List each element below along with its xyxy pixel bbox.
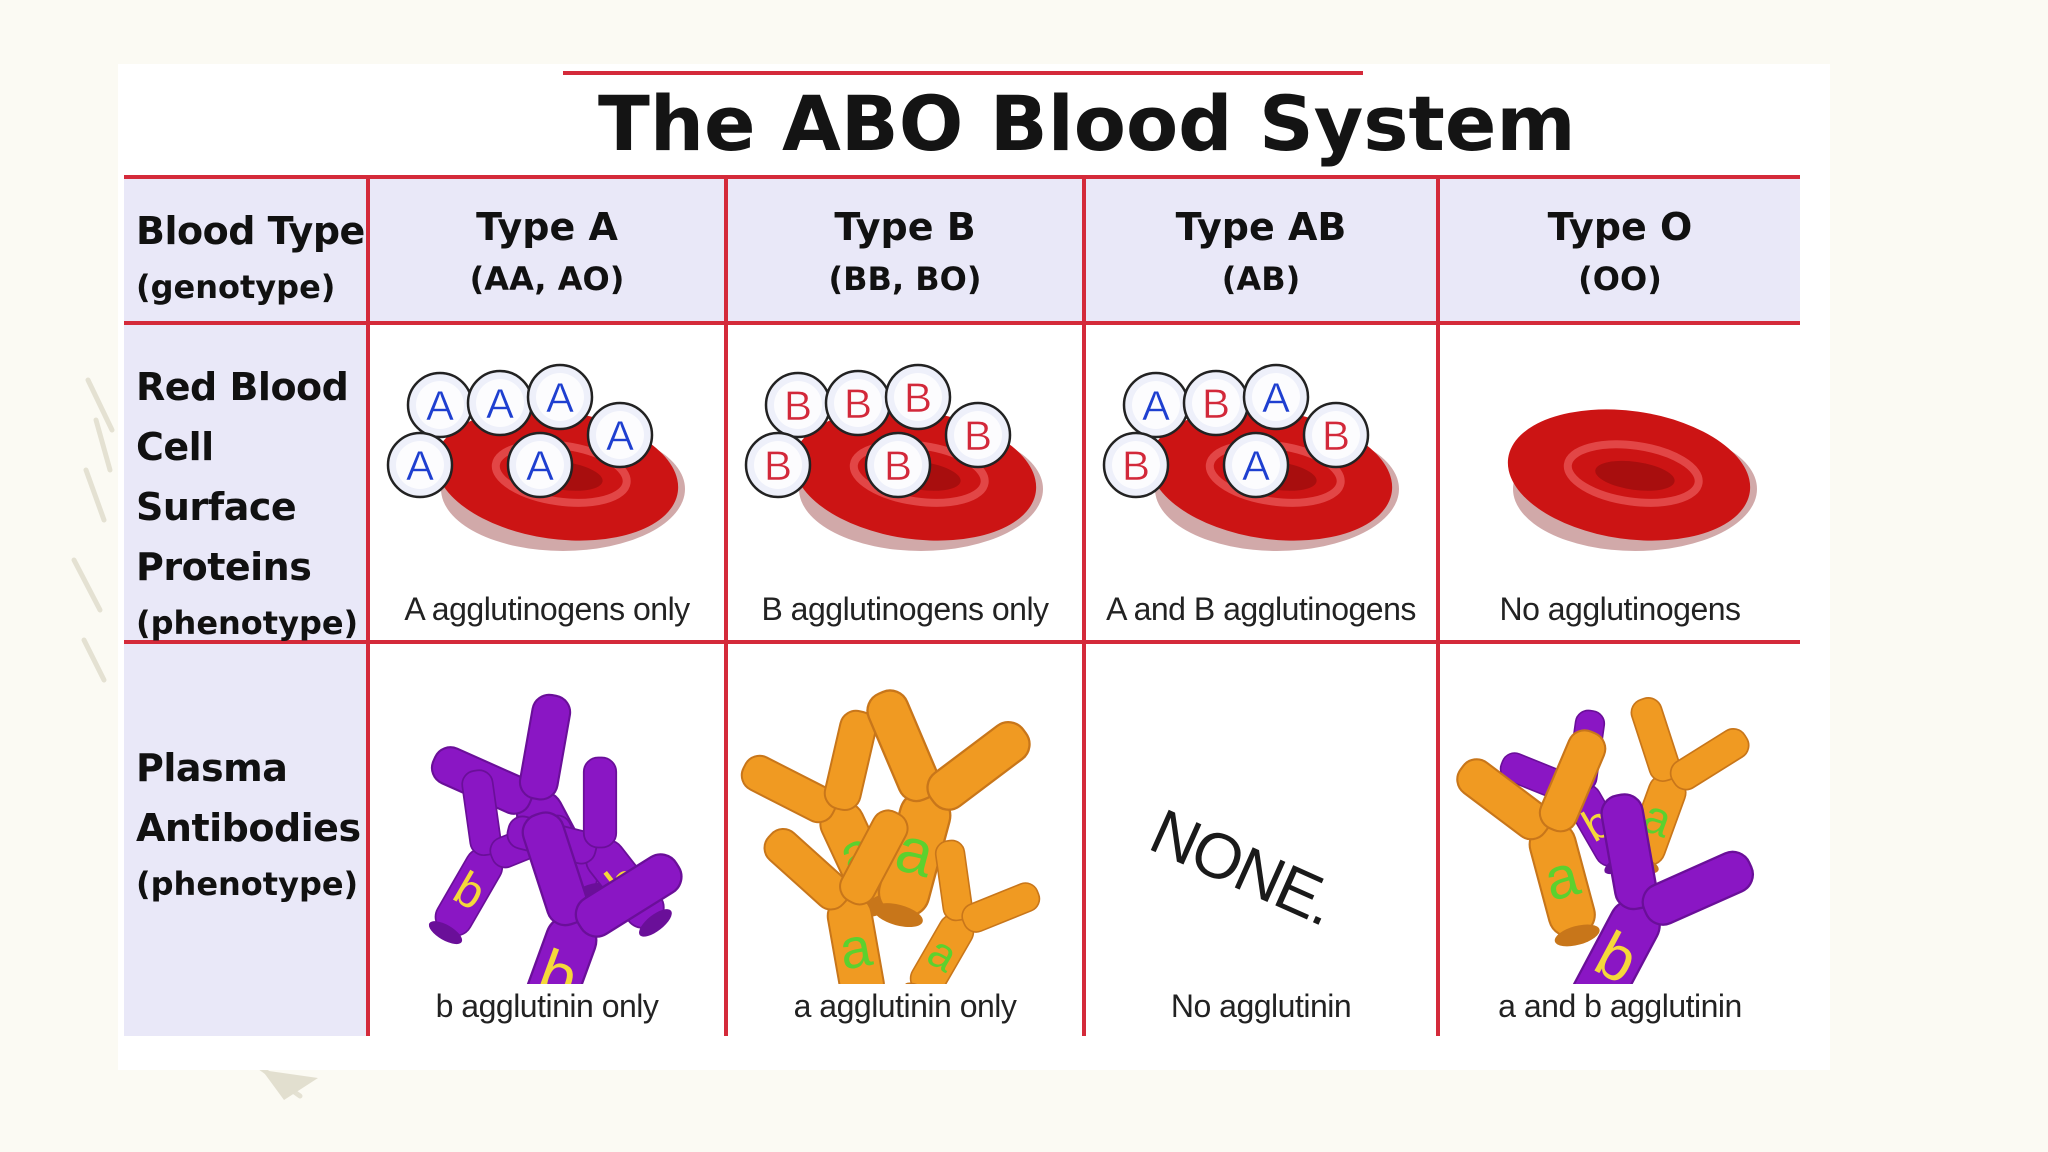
abo-table: Blood Type (genotype) Type A (AA, AO) Ty… <box>124 175 1800 1036</box>
abo-blood-system-figure: The ABO Blood System Blood Type (genotyp… <box>118 64 1830 1070</box>
antigen-letter: B <box>964 412 992 459</box>
anti-a-antibody: a <box>904 839 1041 984</box>
column-genotype-label: (BB, BO) <box>828 260 982 298</box>
anti-b-antibody: b <box>517 811 683 984</box>
antibody-illustration: bbbb <box>428 693 683 984</box>
antigen-letter: B <box>784 382 812 429</box>
column-header-type-b: Type B (BB, BO) <box>724 175 1084 325</box>
column-genotype-label: (OO) <box>1578 260 1662 298</box>
protein-caption: A and B agglutinogens <box>1106 591 1416 627</box>
antigen-letter: A <box>1142 382 1170 429</box>
row-header-blood-type: Blood Type (genotype) <box>124 175 368 325</box>
antigen-letter: A <box>546 374 574 421</box>
column-type-label: Type AB <box>1175 205 1347 249</box>
row-header-label: Blood Type <box>136 209 365 253</box>
antigen-letter: B <box>1202 380 1230 427</box>
column-genotype-label: (AB) <box>1221 260 1301 298</box>
anti-b-antibody: b <box>1570 793 1754 984</box>
antibody-cell-type-ab: NONE. No agglutinin <box>1082 642 1438 1036</box>
antigen-letter: B <box>884 442 912 489</box>
column-type-label: Type A <box>476 205 618 249</box>
antigen-letter: B <box>844 380 872 427</box>
column-header-type-ab: Type AB (AB) <box>1082 175 1438 325</box>
red-blood-cell-illustration <box>1507 409 1757 551</box>
antigen-letter: A <box>406 442 434 489</box>
column-header-type-o: Type O (OO) <box>1436 175 1800 325</box>
rbc-cell-type-o: No agglutinogens <box>1436 323 1800 644</box>
antigen-letter: A <box>1242 442 1270 489</box>
row-header-sublabel: (phenotype) <box>136 865 359 903</box>
anti-a-antibody: a <box>1456 729 1607 947</box>
protein-caption: No agglutinogens <box>1499 591 1741 627</box>
row-header-label: Proteins <box>136 545 312 589</box>
none-label: NONE. <box>1140 794 1346 940</box>
protein-caption: A agglutinogens only <box>404 591 690 627</box>
surface-protein-row: Red Blood Cell Surface Proteins (phenoty… <box>124 323 1800 644</box>
row-header-plasma-antibodies: Plasma Antibodies (phenotype) <box>124 642 368 1036</box>
antigen-letter: A <box>606 412 634 459</box>
row-header-sublabel: (phenotype) <box>136 604 359 642</box>
column-genotype-label: (AA, AO) <box>469 260 625 298</box>
row-header-label: Plasma <box>136 746 288 790</box>
row-header-label: Cell Surface <box>136 425 297 529</box>
antigen-letter: B <box>1122 442 1150 489</box>
antibody-caption: a and b agglutinin <box>1498 988 1742 1024</box>
title-rule <box>563 71 1363 75</box>
antigen-letter: A <box>526 442 554 489</box>
row-header-sublabel: (genotype) <box>136 268 336 306</box>
antibody-caption: b agglutinin only <box>435 988 659 1024</box>
antigen-letter: A <box>1262 374 1290 421</box>
column-type-label: Type O <box>1547 205 1693 249</box>
antibody-caption: No agglutinin <box>1170 988 1352 1024</box>
antigen-letter: B <box>764 442 792 489</box>
antibody-caption: a agglutinin only <box>793 988 1017 1024</box>
row-header-label: Red Blood <box>136 365 349 409</box>
row-header-label: Antibodies <box>136 806 361 850</box>
plasma-antibody-row: Plasma Antibodies (phenotype) bbbb b agg… <box>124 642 1800 1036</box>
antigen-letter: B <box>904 374 932 421</box>
row-header-surface-proteins: Red Blood Cell Surface Proteins (phenoty… <box>124 323 368 644</box>
anti-a-antibody: a <box>763 809 909 984</box>
protein-caption: B agglutinogens only <box>761 591 1049 627</box>
antibody-cell-type-a: bbbb b agglutinin only <box>366 642 726 1036</box>
antigen-letter: B <box>1322 412 1350 459</box>
antigen-letter: A <box>426 382 454 429</box>
figure-title: The ABO Blood System <box>598 79 1576 168</box>
column-type-label: Type B <box>834 205 976 249</box>
header-row: Blood Type (genotype) Type A (AA, AO) Ty… <box>124 175 1800 325</box>
column-header-type-a: Type A (AA, AO) <box>366 175 726 325</box>
antigen-letter: A <box>486 380 514 427</box>
